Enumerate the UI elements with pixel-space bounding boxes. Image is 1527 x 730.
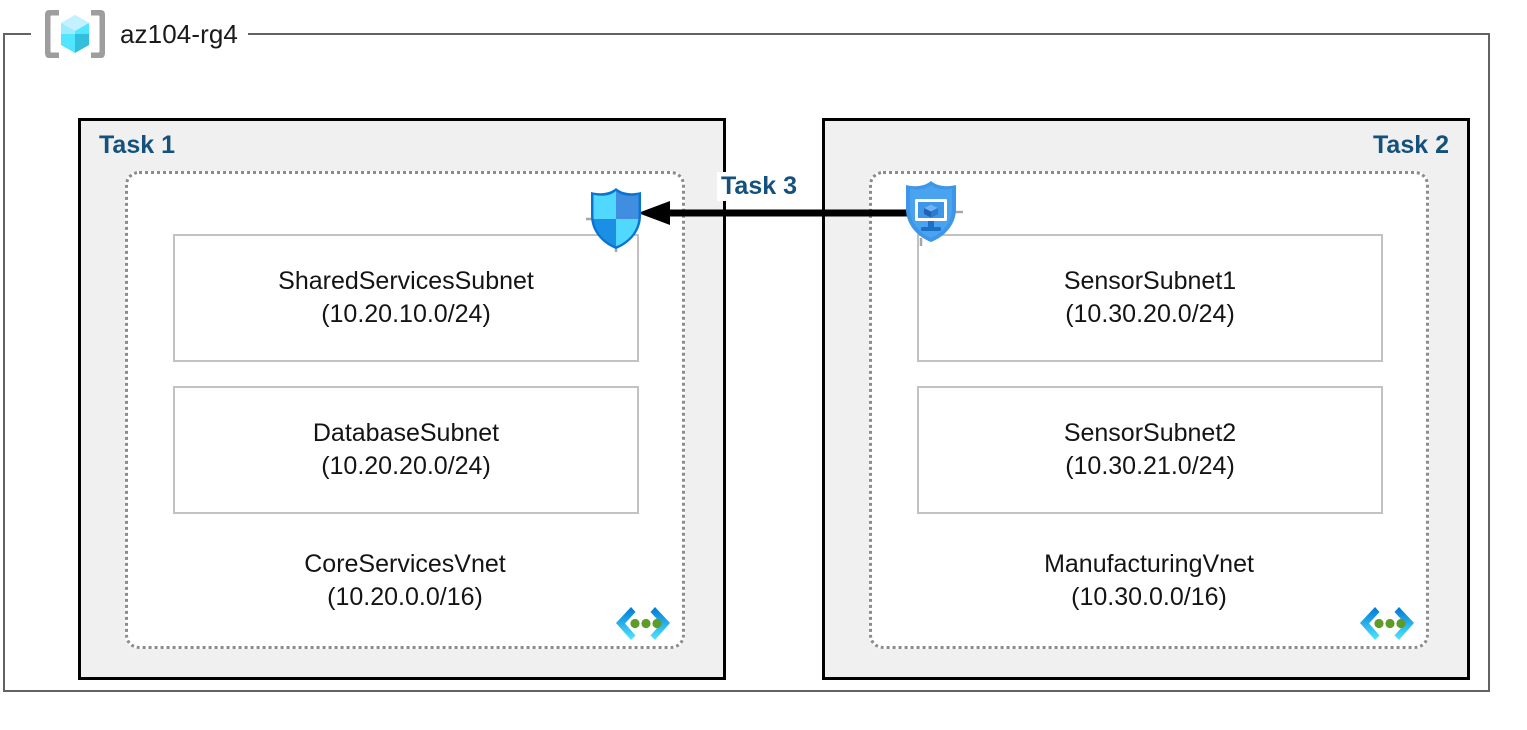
resource-group-frame-top-line: [248, 33, 1490, 35]
subnet-box-sensor-2[interactable]: SensorSubnet2 (10.30.21.0/24): [917, 386, 1383, 514]
subnet-cidr: (10.20.10.0/24): [321, 300, 491, 328]
connection-label-task-3: Task 3: [717, 172, 801, 201]
vnet-cidr: (10.20.0.0/16): [327, 583, 483, 611]
resource-group-frame-left: [3, 33, 5, 692]
vnet-container-2[interactable]: SensorSubnet1 (10.30.20.0/24) SensorSubn…: [869, 171, 1429, 649]
vnet-cidr: (10.30.0.0/16): [1071, 583, 1227, 611]
subnet-name: SensorSubnet1: [1063, 267, 1237, 295]
vnet-label-1: CoreServicesVnet (10.20.0.0/16): [128, 548, 682, 614]
subnet-name: DatabaseSubnet: [312, 419, 500, 447]
subnet-box-sensor-1[interactable]: SensorSubnet1 (10.30.20.0/24): [917, 234, 1383, 362]
network-security-group-shield-icon[interactable]: [586, 186, 646, 252]
subnet-box-shared-services[interactable]: SharedServicesSubnet (10.20.10.0/24): [173, 234, 639, 362]
task-title-1: Task 1: [99, 131, 175, 159]
subnet-cidr: (10.30.21.0/24): [1065, 452, 1235, 480]
resource-group-name: az104-rg4: [120, 18, 238, 49]
subnet-name: SharedServicesSubnet: [278, 267, 534, 295]
peering-arrow: [638, 201, 914, 225]
resource-group-frame-right: [1488, 33, 1490, 692]
virtual-network-icon: [616, 607, 670, 640]
resource-group-header: az104-rg4: [44, 6, 238, 62]
subnet-cidr: (10.20.20.0/24): [321, 452, 491, 480]
resource-group-frame-bottom: [3, 690, 1490, 692]
subnet-cidr: (10.30.20.0/24): [1065, 300, 1235, 328]
subnet-box-database[interactable]: DatabaseSubnet (10.20.20.0/24): [173, 386, 639, 514]
task-title-2: Task 2: [1373, 131, 1449, 159]
vnet-name: CoreServicesVnet: [304, 550, 506, 578]
resource-group-frame-top-stub: [3, 33, 31, 35]
subnet-name: SensorSubnet2: [1063, 419, 1237, 447]
vnet-label-2: ManufacturingVnet (10.30.0.0/16): [872, 548, 1426, 614]
bastion-shield-icon[interactable]: [899, 178, 963, 246]
virtual-network-icon: [1360, 607, 1414, 640]
vnet-name: ManufacturingVnet: [1044, 550, 1254, 578]
vnet-container-1[interactable]: SharedServicesSubnet (10.20.10.0/24) Dat…: [125, 171, 685, 649]
azure-resource-group-icon: [45, 10, 105, 58]
